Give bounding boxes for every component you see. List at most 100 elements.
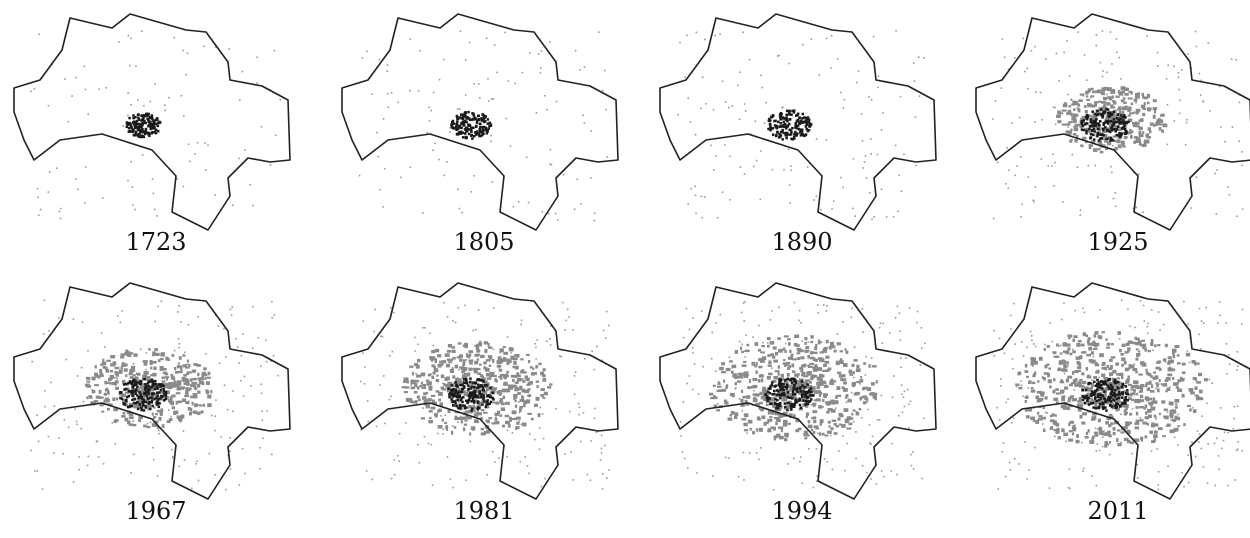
- village-dot: [1205, 306, 1207, 309]
- village-dot: [153, 208, 156, 211]
- sprawl-patch: [114, 380, 119, 384]
- village-dot: [423, 435, 426, 438]
- core-block: [1090, 129, 1094, 133]
- village-dot: [1080, 441, 1083, 444]
- sprawl-patch: [800, 364, 804, 369]
- sprawl-patch: [1132, 392, 1136, 396]
- village-dot: [249, 183, 251, 186]
- core-block: [463, 128, 467, 131]
- sprawl-patch: [1137, 340, 1142, 345]
- sprawl-patch: [1086, 339, 1090, 344]
- village-dot: [1082, 467, 1085, 470]
- sprawl-patch: [461, 370, 465, 374]
- sprawl-patch: [768, 372, 773, 376]
- core-block: [779, 111, 783, 115]
- core-block: [148, 115, 152, 119]
- sprawl-patch: [777, 365, 780, 369]
- sprawl-patch: [125, 353, 129, 356]
- village-dot: [145, 368, 147, 371]
- sprawl-patch: [502, 388, 507, 393]
- sprawl-patch: [1198, 389, 1203, 394]
- core-block: [1093, 122, 1097, 125]
- sprawl-patch: [1099, 404, 1103, 409]
- sprawl-patch: [767, 418, 770, 423]
- sprawl-patch: [447, 343, 453, 348]
- core-block: [1115, 381, 1119, 384]
- core-block: [131, 386, 135, 389]
- village-dot: [536, 339, 539, 341]
- core-block: [486, 118, 490, 121]
- village-dot: [1041, 423, 1044, 425]
- core-block: [792, 109, 796, 112]
- core-block: [137, 122, 141, 126]
- sprawl-patch: [1094, 416, 1097, 420]
- sprawl-patch: [1153, 414, 1157, 418]
- village-dot: [1034, 446, 1036, 449]
- core-block: [785, 136, 788, 140]
- village-dot: [365, 470, 368, 472]
- village-dot: [429, 332, 431, 335]
- sprawl-patch: [488, 417, 493, 420]
- core-block: [774, 401, 777, 405]
- sprawl-patch: [1111, 95, 1114, 99]
- village-dot: [1083, 311, 1086, 314]
- core-block: [157, 405, 161, 409]
- sprawl-patch: [1108, 413, 1113, 418]
- village-dot: [1199, 348, 1202, 350]
- sprawl-patch: [1144, 416, 1149, 420]
- core-block: [488, 121, 492, 125]
- village-dot: [1166, 411, 1169, 413]
- village-dot: [798, 309, 801, 312]
- sprawl-patch: [1203, 378, 1208, 382]
- core-block: [1113, 378, 1117, 381]
- sprawl-patch: [1087, 337, 1091, 341]
- core-block: [784, 405, 787, 409]
- village-dot: [242, 333, 244, 335]
- village-dot: [1156, 51, 1159, 54]
- village-dot: [572, 479, 575, 481]
- village-dot: [417, 343, 419, 346]
- sprawl-patch: [179, 365, 183, 369]
- village-dot: [558, 355, 561, 357]
- core-block: [456, 398, 460, 402]
- village-dot: [196, 460, 198, 463]
- sprawl-patch: [179, 419, 182, 423]
- village-dot: [549, 344, 552, 346]
- village-dot: [231, 306, 234, 309]
- village-dot: [111, 422, 114, 424]
- village-dot: [1099, 61, 1102, 64]
- village-dot: [257, 336, 260, 339]
- sprawl-patch: [428, 420, 434, 424]
- sprawl-patch: [185, 401, 189, 405]
- sprawl-patch: [435, 369, 439, 372]
- sprawl-patch: [1152, 376, 1157, 380]
- sprawl-patch: [847, 418, 851, 421]
- sprawl-patch: [1087, 104, 1092, 108]
- sprawl-patch: [1116, 438, 1119, 443]
- sprawl-patch: [428, 381, 432, 385]
- village-dot: [1001, 450, 1003, 453]
- sprawl-patch: [1067, 404, 1073, 408]
- sprawl-patch: [848, 417, 854, 420]
- sprawl-patch: [804, 437, 808, 440]
- sprawl-patch: [1103, 393, 1107, 398]
- village-dot: [822, 357, 824, 360]
- village-dot: [865, 401, 868, 404]
- sprawl-patch: [1092, 347, 1098, 350]
- village-dot: [602, 329, 605, 332]
- village-dot: [47, 435, 50, 438]
- sprawl-patch: [171, 354, 175, 357]
- urban-sprawl: [401, 340, 553, 436]
- sprawl-patch: [824, 434, 829, 437]
- sprawl-patch: [154, 348, 158, 352]
- core-block: [808, 390, 812, 394]
- sprawl-patch: [1144, 404, 1148, 409]
- village-dot: [485, 37, 488, 40]
- core-block: [788, 109, 791, 113]
- core-block: [1085, 117, 1089, 120]
- sprawl-patch: [781, 395, 787, 399]
- sprawl-patch: [1057, 436, 1061, 440]
- sprawl-patch: [1155, 366, 1161, 370]
- village-dot: [430, 373, 432, 375]
